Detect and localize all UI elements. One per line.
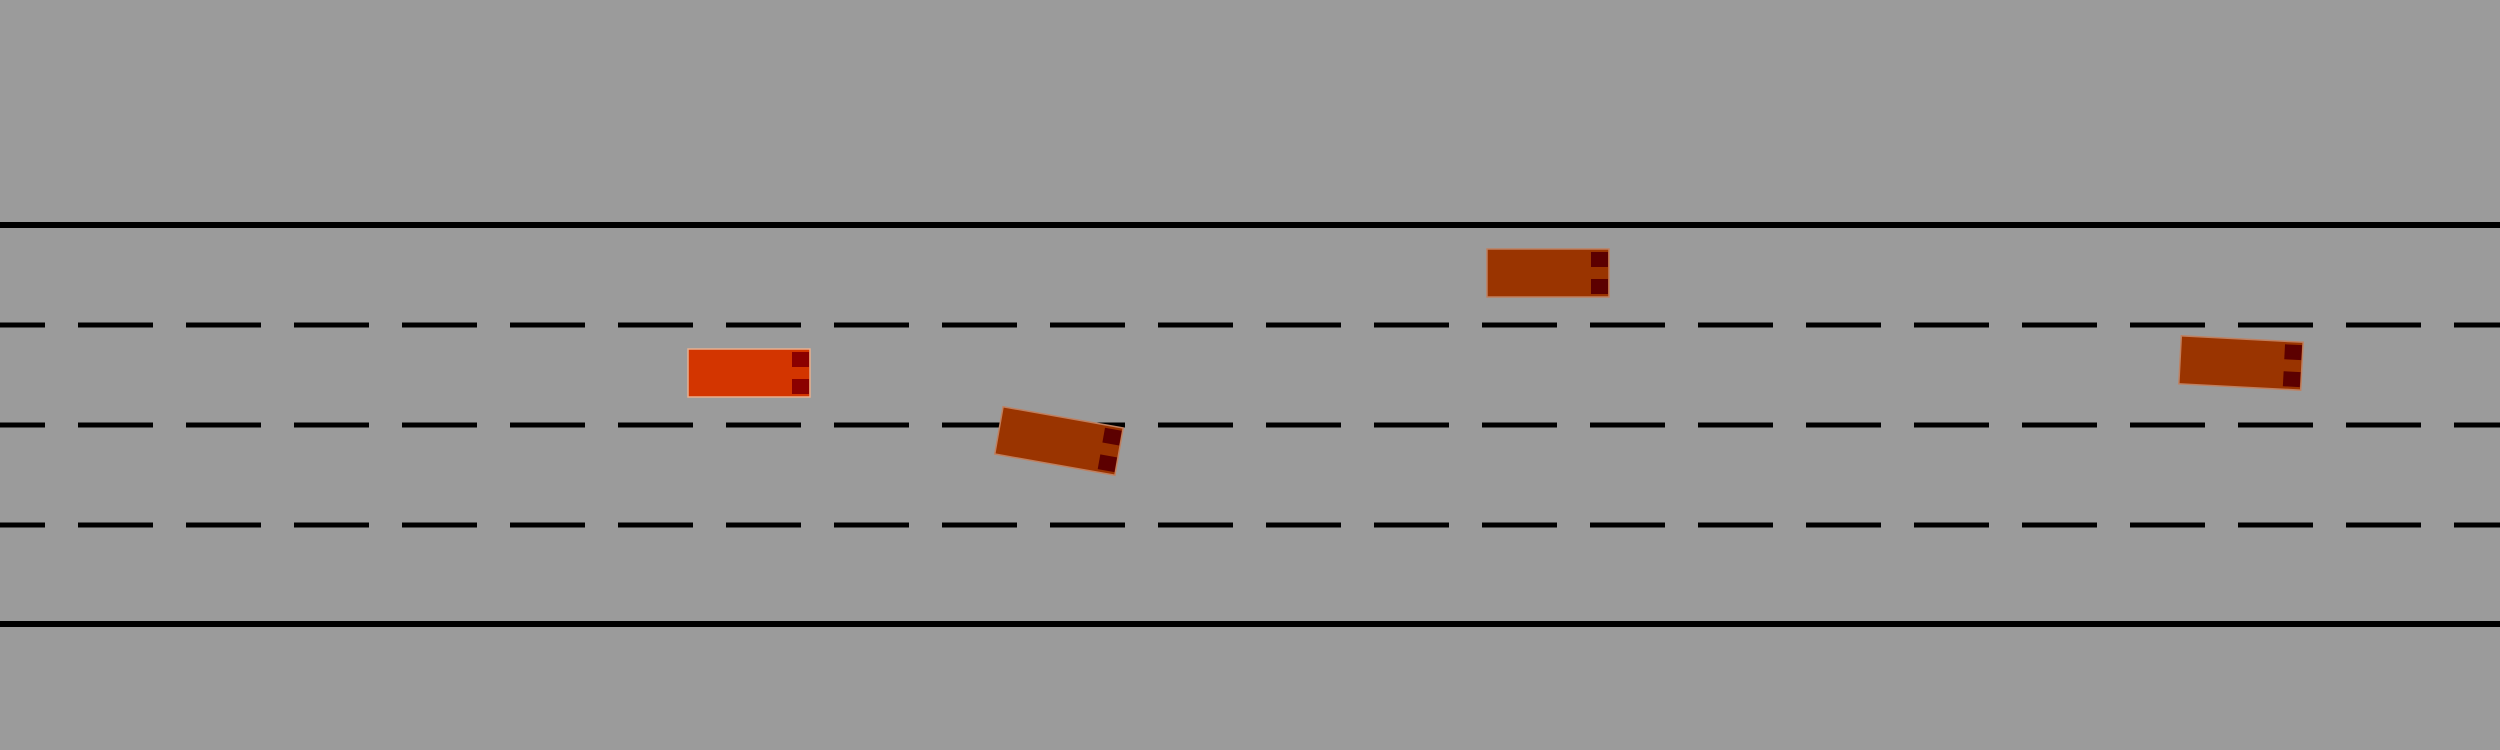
ego-vehicle [687, 348, 811, 398]
other-vehicle [2178, 335, 2304, 391]
vehicle-window-right [1591, 279, 1608, 294]
vehicle-body [993, 405, 1125, 477]
vehicle-window-left [1102, 427, 1122, 446]
vehicle-body [2178, 335, 2304, 391]
vehicle-window-left [2284, 344, 2303, 361]
vehicle-window-left [792, 352, 809, 367]
other-vehicle [993, 405, 1125, 477]
vehicle-window-left [1591, 252, 1608, 267]
vehicle-body [1486, 248, 1610, 298]
vehicle-window-right [1097, 454, 1118, 473]
other-vehicle [1486, 248, 1610, 298]
vehicle-window-right [792, 379, 809, 394]
vehicle-window-right [2282, 371, 2301, 388]
vehicle-body [687, 348, 811, 398]
